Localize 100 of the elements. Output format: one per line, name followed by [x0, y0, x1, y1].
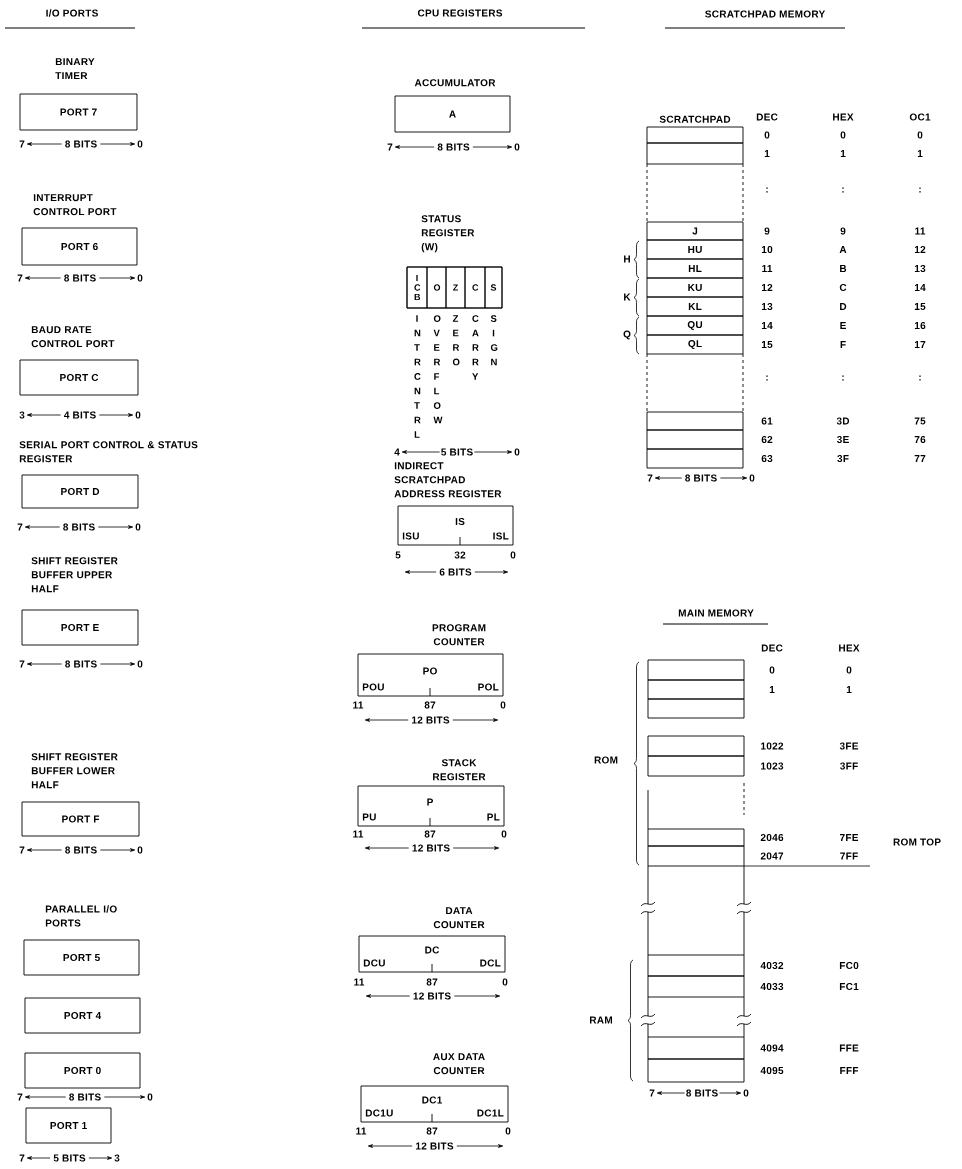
table-cell: 9	[840, 227, 846, 235]
section-heading: CPU REGISTERS	[417, 9, 503, 17]
table-cell: 3E	[837, 435, 849, 444]
column-header: OC1	[909, 113, 931, 121]
memory-row	[647, 659, 745, 681]
table-cell: FFE	[839, 1044, 859, 1052]
bit-number: 7	[647, 474, 653, 482]
bit-width-label: 4 BITS	[64, 411, 96, 419]
group-heading: PARALLEL I/O PORTS	[45, 905, 117, 927]
flag-name: S I G N	[490, 315, 498, 366]
flag-cell: C	[464, 266, 486, 309]
ellipsis-dots: :	[766, 375, 768, 381]
table-cell: 0	[917, 131, 923, 139]
field-label: PO	[423, 667, 437, 675]
memory-row: HL	[646, 258, 744, 279]
table-cell: 1	[917, 150, 923, 157]
memory-row	[647, 954, 745, 977]
register-name: ACCUMULATOR	[414, 79, 496, 87]
flag-name: O V E R F L O W	[433, 315, 443, 424]
bit-number: 11	[353, 701, 364, 709]
bit-number: 0	[135, 411, 141, 419]
field-label: PU	[362, 813, 376, 821]
table-cell: 14	[914, 284, 926, 291]
field-label: DC	[425, 946, 440, 954]
bit-width-label: 12 BITS	[412, 844, 450, 852]
table-cell: 2047	[760, 852, 784, 860]
memory-row: QU	[646, 315, 744, 336]
register-name: STATUS REGISTER (W)	[421, 215, 475, 253]
table-cell: 3D	[836, 417, 850, 425]
table-cell: 61	[761, 417, 773, 425]
bit-number: 7	[19, 1154, 25, 1162]
flag-cell: I C B	[406, 266, 428, 309]
memory-row	[647, 845, 745, 867]
bit-width-label: 6 BITS	[439, 568, 472, 576]
memory-row	[647, 735, 745, 757]
field-label: POU	[362, 683, 384, 691]
table-cell: 1	[840, 150, 846, 157]
memory-row	[646, 142, 744, 165]
bit-width-label: 8 BITS	[69, 1093, 101, 1101]
table-cell: 1	[764, 150, 770, 157]
bit-number: 11	[353, 830, 364, 838]
table-cell: E	[840, 322, 846, 329]
bit-width-label: 8 BITS	[65, 140, 97, 148]
table-cell: 77	[914, 455, 926, 462]
flag-name: I N T R C N T R L	[414, 315, 421, 438]
field-label: DC1L	[477, 1109, 504, 1117]
bit-width-label: 12 BITS	[416, 1142, 454, 1150]
port-box: PORT 4	[24, 997, 141, 1034]
bit-number: 87	[424, 830, 436, 838]
table-cell: 15	[914, 303, 926, 310]
table-cell: 3FE	[839, 742, 859, 750]
bit-number: 0	[147, 1093, 153, 1101]
bit-number: 7	[17, 1093, 23, 1101]
memory-row	[647, 1058, 745, 1083]
bit-number: 0	[137, 140, 143, 148]
port-box: PORT 6	[21, 227, 138, 266]
memory-row: QL	[646, 334, 744, 355]
memory-row	[647, 1036, 745, 1060]
region-label: ROM	[594, 756, 618, 764]
bit-number: 0	[510, 551, 516, 559]
bit-number: 7	[19, 140, 25, 148]
table-cell: 12	[914, 246, 926, 253]
flag-cell: Z	[445, 266, 466, 309]
ellipsis-dots: :	[766, 187, 768, 193]
memory-row	[646, 448, 744, 469]
memory-row: HU	[646, 239, 744, 260]
bit-width-label: 12 BITS	[413, 992, 451, 1000]
memory-row	[646, 411, 744, 431]
port-box: PORT E	[21, 609, 139, 646]
register-name: INTERRUPT CONTROL PORT	[33, 194, 117, 216]
bit-number: 0	[137, 846, 143, 854]
bit-number: 32	[454, 551, 466, 559]
bit-number: 87	[426, 1127, 438, 1135]
table-cell: 0	[764, 131, 770, 139]
bit-number: 7	[19, 660, 25, 668]
ellipsis-dots: :	[919, 187, 921, 193]
table-cell: 13	[761, 302, 773, 311]
table-cell: FC1	[839, 982, 859, 991]
bit-number: 4	[394, 448, 400, 456]
table-cell: 3FF	[840, 762, 858, 770]
table-cell: 15	[761, 341, 773, 348]
bit-width-label: 8 BITS	[685, 474, 717, 482]
table-cell: 4095	[760, 1066, 784, 1075]
table-cell: 12	[761, 284, 773, 291]
port-box: PORT 7	[19, 93, 138, 131]
bit-number: 0	[505, 1127, 511, 1135]
register-name: INDIRECT SCRATCHPAD ADDRESS REGISTER	[394, 462, 502, 498]
table-cell: 0	[840, 131, 846, 139]
table-cell: 7FE	[839, 834, 859, 841]
register-name: DATA COUNTER	[433, 907, 485, 929]
ellipsis-dots: :	[919, 375, 921, 381]
port-box: PORT F	[21, 801, 140, 837]
flag-cell: S	[484, 266, 503, 309]
table-cell: 7FF	[840, 852, 858, 860]
bit-width-label: 8 BITS	[65, 660, 97, 668]
bit-width-label: 8 BITS	[686, 1089, 718, 1097]
table-cell: 0	[846, 666, 852, 674]
table-cell: 1	[769, 686, 775, 693]
port-box: PORT D	[21, 474, 139, 509]
bit-width-label: 8 BITS	[64, 274, 96, 282]
